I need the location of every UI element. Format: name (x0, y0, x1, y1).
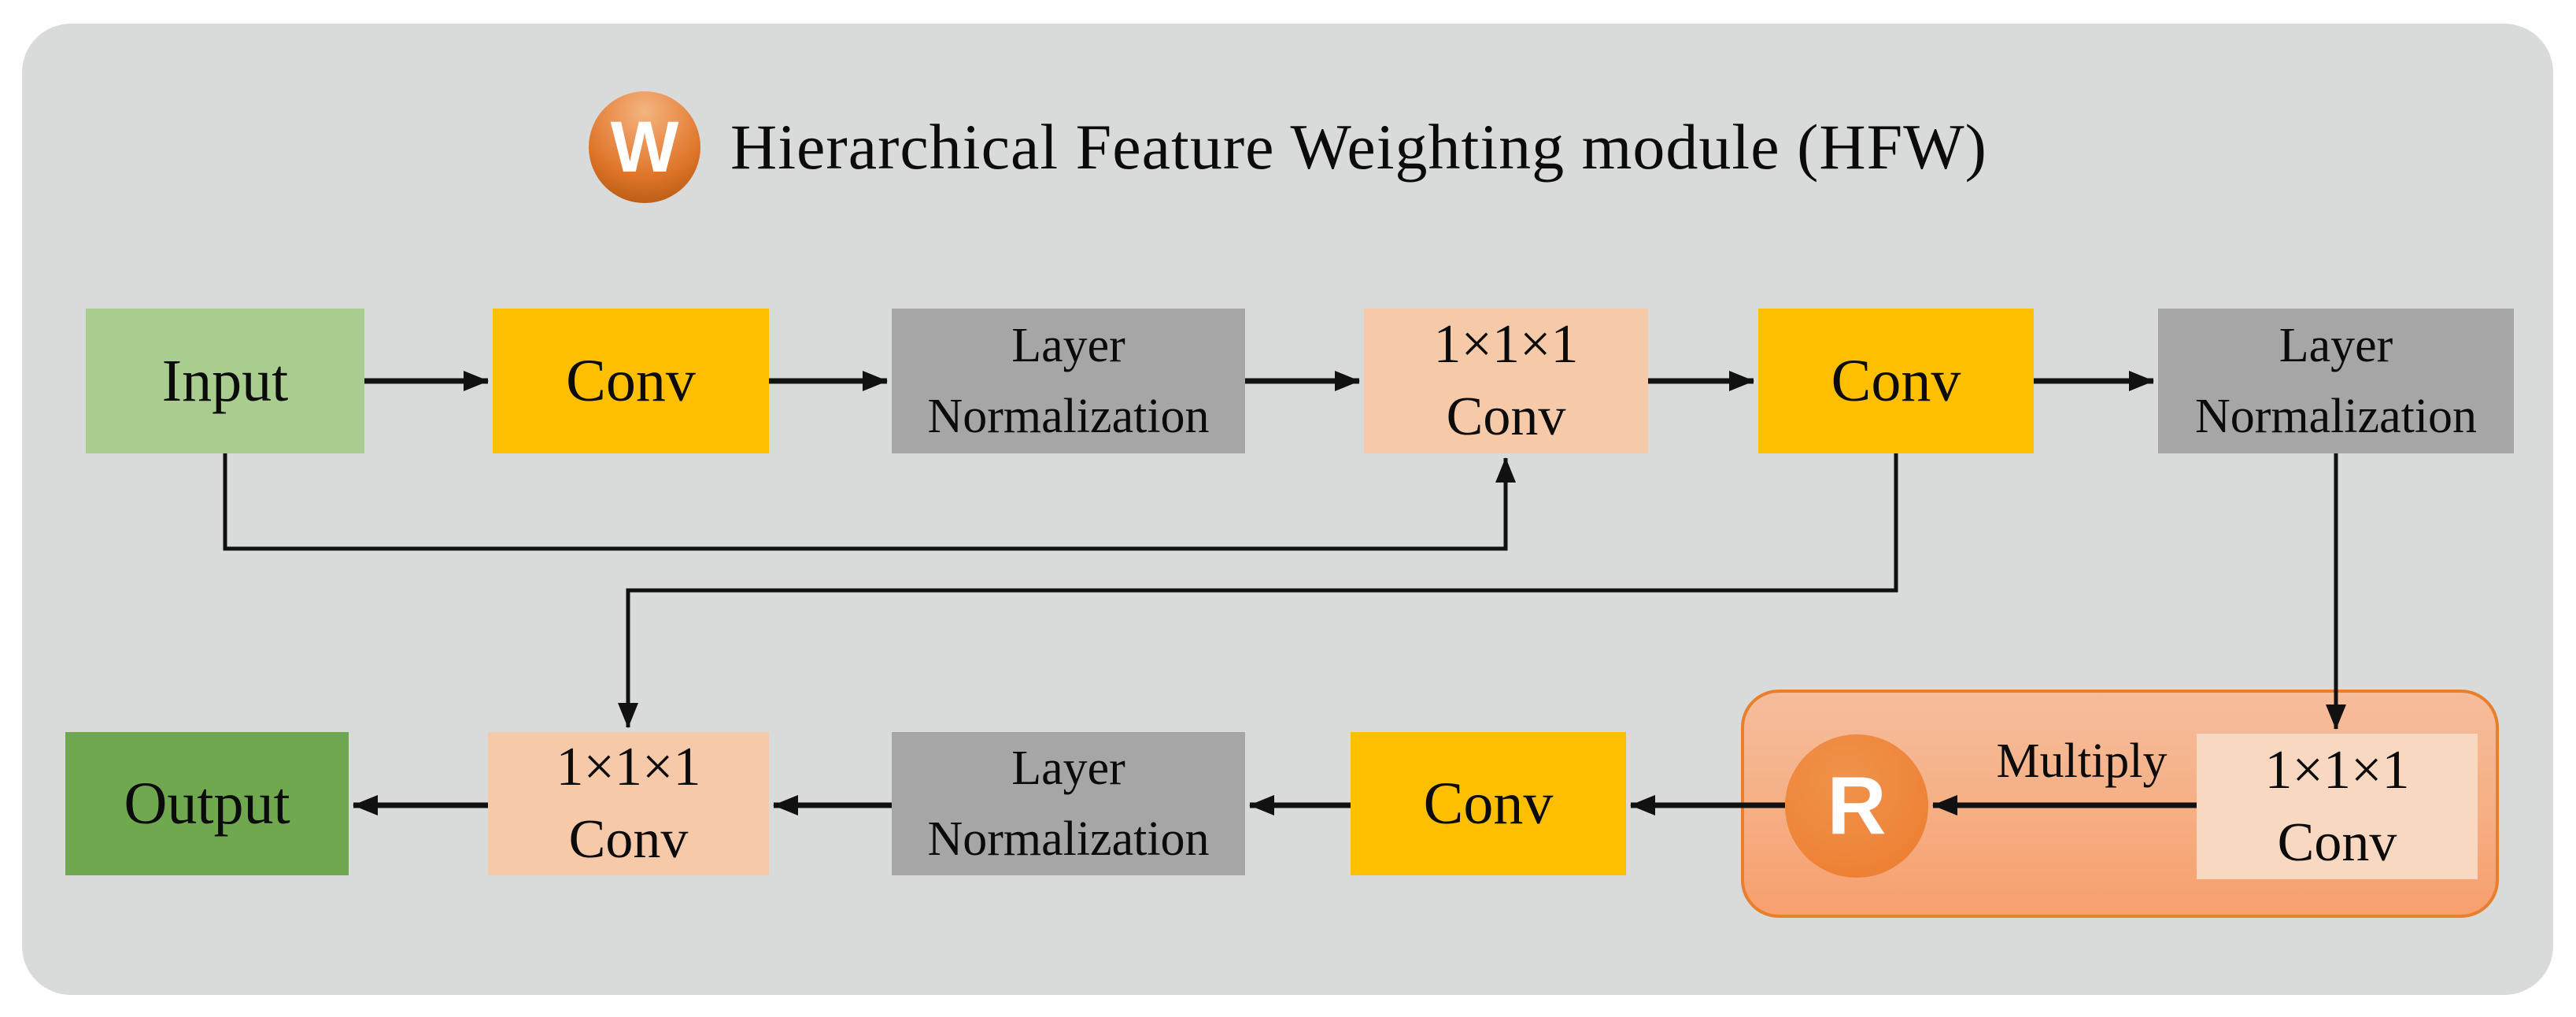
node-output: Output (65, 732, 349, 875)
node-conv111-inner-line2: Conv (2277, 812, 2397, 873)
node-layer-norm-1: Layer Normalization (892, 309, 1245, 453)
node-conv-3: Conv (1351, 732, 1626, 875)
reshape-r-badge-icon: R (1785, 734, 1928, 878)
diagram-title: Hierarchical Feature Weighting module (H… (730, 111, 1987, 183)
node-layer-norm-3-line2: Normalization (927, 812, 1210, 866)
node-layer-norm-2-line1: Layer (2278, 319, 2393, 372)
node-conv-2: Conv (1758, 309, 2034, 453)
node-conv-3-label: Conv (1423, 771, 1554, 837)
multiply-label: Multiply (1996, 734, 2168, 788)
node-conv111-inner: 1×1×1 Conv (2197, 734, 2478, 879)
node-conv-1-label: Conv (566, 348, 696, 414)
node-layer-norm-2-line2: Normalization (2194, 390, 2478, 443)
w-badge-letter: W (610, 106, 679, 187)
node-layer-norm-2: Layer Normalization (2158, 309, 2514, 453)
node-layer-norm-3: Layer Normalization (892, 732, 1245, 875)
node-conv111-top-line2: Conv (1446, 386, 1566, 447)
node-conv111-top-line1: 1×1×1 (1433, 314, 1579, 375)
node-conv111-bottom-line1: 1×1×1 (556, 737, 701, 797)
title-group: W Hierarchical Feature Weighting module … (589, 88, 1987, 206)
node-input: Input (86, 309, 364, 453)
node-conv111-top: 1×1×1 Conv (1364, 309, 1648, 453)
node-conv111-bottom: 1×1×1 Conv (488, 732, 769, 875)
node-conv-1: Conv (493, 309, 769, 453)
node-conv-2-label: Conv (1831, 348, 1961, 414)
node-layer-norm-1-line1: Layer (1011, 319, 1125, 372)
node-layer-norm-3-line1: Layer (1011, 741, 1125, 795)
node-conv111-inner-line1: 1×1×1 (2264, 739, 2410, 801)
node-output-label: Output (124, 771, 290, 837)
node-conv111-bottom-line2: Conv (568, 809, 689, 870)
node-layer-norm-1-line2: Normalization (927, 390, 1210, 443)
node-input-label: Input (161, 348, 289, 414)
r-badge-letter: R (1827, 760, 1887, 852)
weighting-w-badge-icon: W (589, 91, 700, 203)
